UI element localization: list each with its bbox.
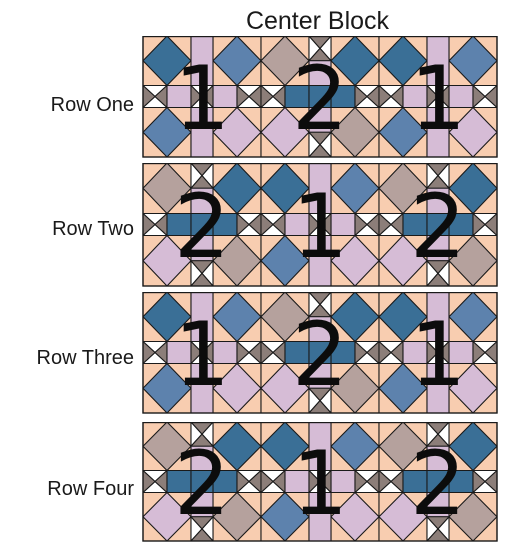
hourglass-triangle	[378, 340, 392, 365]
quilt-block	[260, 163, 380, 287]
hourglass-triangle	[190, 516, 214, 530]
row-frame	[142, 163, 498, 287]
quilt-block	[142, 36, 262, 158]
hourglass-triangle	[378, 212, 392, 237]
quilt-block	[378, 292, 498, 414]
hourglass-triangle	[236, 469, 250, 494]
hourglass-triangle	[354, 212, 368, 237]
block-number-label: 2	[292, 47, 348, 150]
hourglass-triangle	[260, 340, 274, 365]
hourglass-triangle	[260, 84, 274, 109]
block-number-label: 2	[174, 432, 230, 535]
hourglass-triangle	[378, 84, 392, 109]
quilt-block	[142, 422, 262, 542]
hourglass-triangle	[354, 469, 368, 494]
block-number-label: 1	[174, 303, 230, 406]
center-square	[426, 212, 450, 237]
block-number-label: 2	[410, 175, 466, 278]
hourglass-triangle	[190, 84, 203, 109]
block-number-label: 1	[410, 303, 466, 406]
center-square	[190, 212, 214, 237]
row-frame	[142, 36, 498, 158]
hourglass-triangle	[354, 84, 368, 109]
block-number-label: 2	[410, 432, 466, 535]
center-square	[308, 340, 332, 365]
center-square	[308, 84, 332, 109]
quilt-block	[260, 422, 380, 542]
hourglass-triangle	[201, 340, 214, 365]
hourglass-triangle	[308, 36, 332, 49]
hourglass-triangle	[308, 292, 332, 305]
hourglass-triangle	[426, 422, 450, 435]
hourglass-triangle	[190, 260, 214, 274]
hourglass-triangle	[472, 84, 486, 109]
hourglass-triangle	[308, 387, 332, 402]
quilt-block	[378, 36, 498, 158]
hourglass-triangle	[308, 469, 321, 494]
quilt-block	[378, 163, 498, 287]
hourglass-triangle	[260, 212, 274, 237]
hourglass-triangle	[472, 212, 486, 237]
hourglass-triangle	[426, 516, 450, 530]
hourglass-triangle	[236, 84, 250, 109]
hourglass-triangle	[426, 260, 450, 274]
hourglass-triangle	[378, 469, 392, 494]
quilt-block	[378, 422, 498, 542]
hourglass-triangle	[426, 84, 439, 109]
hourglass-triangle	[472, 340, 486, 365]
page-title: Center Block	[245, 7, 390, 35]
hourglass-triangle	[308, 212, 321, 237]
block-number-label: 2	[174, 175, 230, 278]
block-number-label: 1	[292, 175, 348, 278]
hourglass-triangle	[319, 469, 332, 494]
hourglass-triangle	[236, 340, 250, 365]
hourglass-triangle	[260, 469, 274, 494]
hourglass-triangle	[190, 163, 214, 177]
quilt-block	[142, 163, 262, 287]
center-square	[190, 469, 214, 494]
hourglass-triangle	[437, 84, 450, 109]
row-label-two: Row Two	[52, 218, 134, 240]
hourglass-triangle	[190, 422, 214, 435]
hourglass-triangle	[354, 340, 368, 365]
hourglass-triangle	[426, 340, 439, 365]
quilt-block	[260, 292, 380, 414]
center-square	[426, 469, 450, 494]
block-number-label: 2	[292, 303, 348, 406]
hourglass-triangle	[308, 131, 332, 146]
hourglass-triangle	[236, 212, 250, 237]
row-label-four: Row Four	[47, 478, 134, 500]
hourglass-triangle	[472, 469, 486, 494]
quilt-block	[260, 36, 380, 158]
block-number-label: 1	[410, 47, 466, 150]
hourglass-triangle	[190, 340, 203, 365]
hourglass-triangle	[319, 212, 332, 237]
row-label-three: Row Three	[36, 347, 134, 369]
hourglass-triangle	[437, 340, 450, 365]
block-number-label: 1	[292, 432, 348, 535]
hourglass-triangle	[426, 163, 450, 177]
row-label-one: Row One	[50, 94, 134, 116]
block-number-label: 1	[174, 47, 230, 150]
hourglass-triangle	[201, 84, 214, 109]
row-frame	[142, 292, 498, 414]
